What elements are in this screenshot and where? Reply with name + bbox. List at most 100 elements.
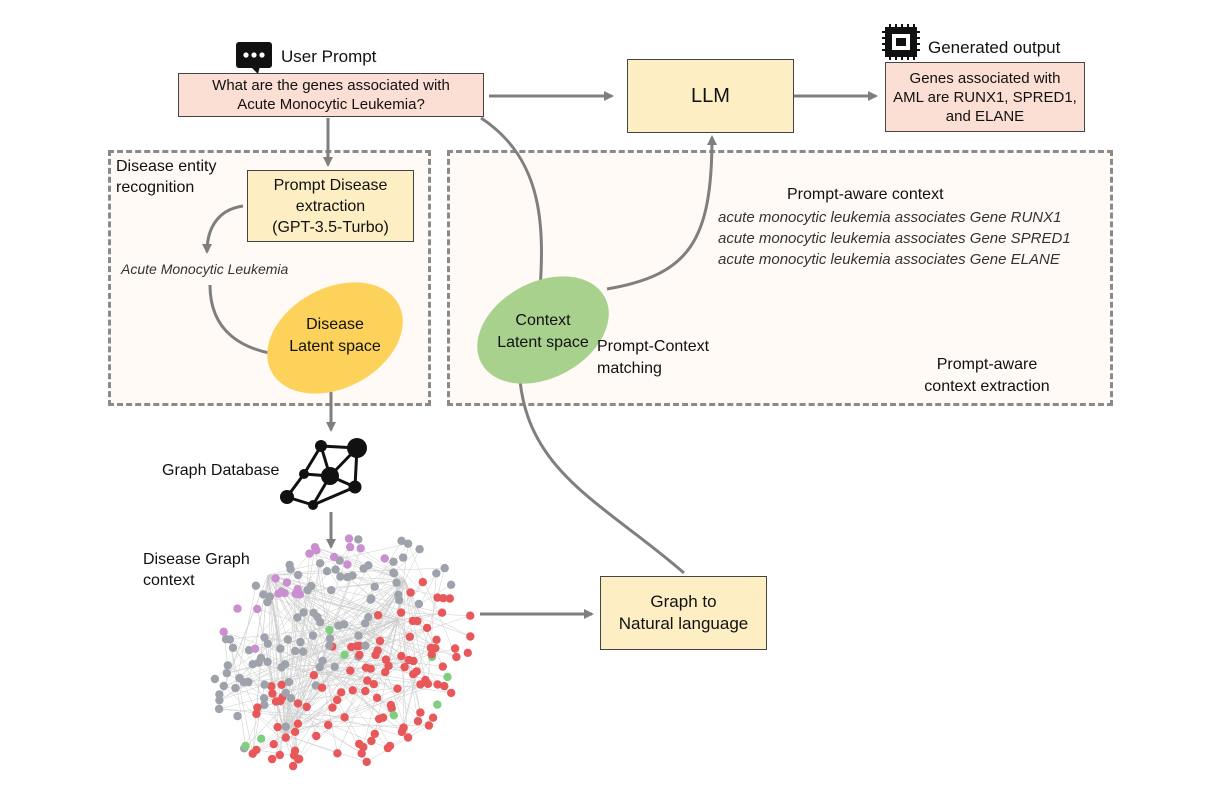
graph-node — [406, 588, 415, 597]
chat-bubble-icon — [236, 42, 272, 74]
graph-node — [252, 745, 261, 755]
graph-node — [253, 604, 262, 614]
graph-node — [415, 545, 424, 554]
graph-node — [281, 722, 290, 731]
graph-edge — [407, 543, 457, 658]
graph-edge — [311, 585, 409, 661]
graph-node — [329, 552, 339, 562]
graph-edge — [404, 579, 426, 681]
graph-node — [222, 669, 231, 678]
graph-node — [432, 569, 441, 578]
graph-edge — [387, 717, 434, 749]
graph-node — [248, 660, 257, 669]
user-prompt-box: What are the genes associated with Acute… — [178, 73, 484, 117]
chip-icon — [882, 24, 920, 60]
graph-edge — [317, 579, 406, 618]
graph-node — [381, 667, 390, 677]
graph-node — [363, 676, 372, 685]
graph-node — [312, 546, 321, 555]
graph-edge — [285, 664, 371, 669]
graph-edge — [252, 654, 376, 754]
graph-node — [325, 641, 334, 650]
graph-edge — [319, 623, 366, 666]
graph-node — [291, 646, 300, 656]
disease-entity-section-label: Disease entity recognition — [116, 158, 217, 196]
graph-node — [354, 631, 363, 640]
disease-graph-context-label: Disease Graph context — [143, 551, 250, 589]
graph-edge — [297, 617, 330, 631]
graph-edge — [351, 567, 445, 648]
graph-node — [225, 635, 235, 644]
graph-edge — [404, 579, 418, 622]
graph-node — [223, 661, 232, 670]
graph-node — [371, 650, 380, 660]
graph-edge — [370, 599, 471, 637]
graph-node — [313, 612, 322, 622]
graph-node — [277, 680, 286, 689]
graph-node — [422, 623, 432, 633]
graph-node — [405, 632, 414, 641]
graph-node — [466, 632, 475, 641]
graph-node — [394, 590, 403, 600]
graph-edge — [316, 679, 426, 737]
graph-edge — [252, 663, 452, 694]
graph-node — [355, 650, 364, 660]
graph-edge — [267, 574, 414, 662]
graph-node — [439, 594, 448, 603]
graph-edge — [319, 664, 403, 733]
graph-node — [285, 560, 294, 570]
graph-edge — [284, 627, 428, 736]
graph-node — [362, 757, 371, 767]
graph-edge — [257, 608, 414, 662]
graph-node — [244, 677, 253, 687]
graph-edge — [235, 585, 257, 689]
graph-node — [443, 672, 452, 682]
graph-node — [340, 713, 349, 722]
graph-edge — [388, 665, 426, 681]
graph-node — [392, 578, 401, 587]
graph-node — [277, 587, 286, 596]
graph-edge — [229, 639, 253, 754]
graph-node — [432, 635, 441, 644]
graph-edge — [314, 546, 394, 573]
graph-node — [267, 682, 276, 691]
graph-node — [396, 608, 406, 617]
graph-node — [271, 574, 280, 583]
graph-node — [343, 572, 352, 582]
graph-node — [265, 592, 274, 601]
graph-node — [334, 621, 343, 630]
graph-node — [273, 722, 282, 732]
graph-edge — [309, 553, 406, 581]
graph-node — [241, 741, 250, 751]
graph-edge — [404, 579, 417, 672]
graph-node — [296, 637, 305, 647]
graph-node — [344, 534, 354, 543]
graph-node — [413, 717, 423, 726]
user-prompt-label: User Prompt — [281, 47, 377, 66]
graph-node — [331, 565, 340, 574]
graph-edge — [366, 725, 430, 763]
graph-node — [466, 611, 475, 620]
graph-edge — [319, 563, 330, 630]
graph-edge — [312, 612, 443, 636]
graph-node — [359, 564, 368, 573]
graph-node — [256, 653, 266, 663]
graph-node — [413, 616, 422, 626]
graph-edge — [271, 650, 378, 760]
graph-edge — [302, 549, 420, 652]
graph-edge — [314, 547, 399, 621]
graph-node — [433, 700, 442, 709]
graph-edge — [269, 596, 277, 702]
graph-node — [280, 660, 290, 669]
graph-edge — [284, 589, 298, 736]
graph-edge — [263, 594, 336, 667]
graph-node — [214, 704, 224, 714]
graph-node — [356, 544, 365, 553]
graph-edge — [229, 639, 246, 746]
graph-node — [307, 581, 316, 591]
graph-node — [352, 642, 362, 651]
graph-edge — [319, 640, 381, 666]
graph-node — [354, 535, 363, 544]
graph-node — [275, 750, 284, 760]
graph-edge — [385, 659, 414, 675]
